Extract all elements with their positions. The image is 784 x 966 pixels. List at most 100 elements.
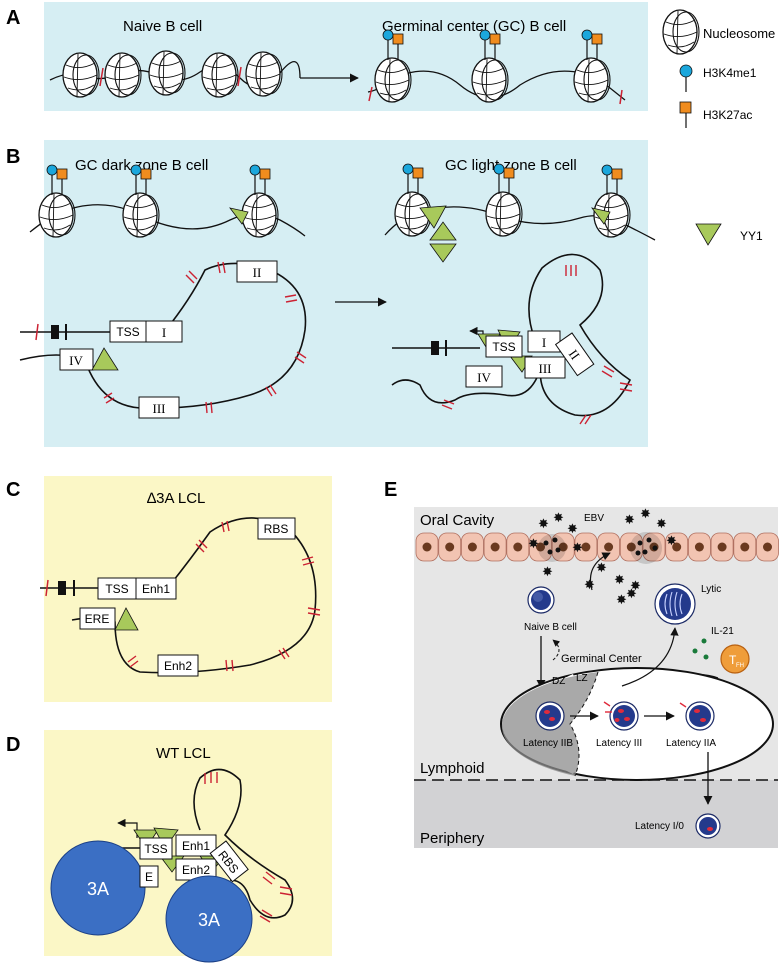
h3k27ac-icon [679, 101, 692, 114]
infected-epithelial-cells [538, 532, 662, 564]
yy1-icon [229, 207, 249, 225]
yy1-legend-icon [695, 223, 722, 246]
delta3a-rbs-label: RBS [264, 522, 289, 536]
dz-chromatin-loop [19, 262, 307, 410]
delta3a-ere-label: ERE [85, 612, 110, 626]
latency-iii-cell [603, 701, 639, 731]
ebna3a-protein-right [165, 875, 253, 963]
panel-a-letter: A [6, 7, 20, 29]
panel-b: B GC dark zone B cell GC light zone B ce… [6, 140, 656, 447]
panel-a: A Naive B cell Germinal center (GC) B ce… [6, 2, 648, 111]
latency-iia-cell [679, 701, 715, 731]
panel-e: E Oral Cavity ✸✸✸ ✸✸✸ ✸✸✸ ✸✸✸ ✸✸ ✸✸ EBV [384, 479, 779, 848]
yy1-icon [114, 607, 139, 631]
latency-i0-label: Latency I/0 [635, 821, 684, 832]
infection-arrow [589, 552, 611, 591]
svg-text:✸: ✸ [553, 510, 564, 525]
dz-tss-label: TSS [116, 325, 139, 339]
lz-region-i-label: I [542, 335, 546, 350]
cpg-marks [204, 772, 293, 923]
epithelial-nucleus [490, 542, 500, 552]
wt-tss-label: TSS [144, 842, 167, 856]
ebv-virion-icons: ✸✸✸ ✸✸✸ ✸✸✸ ✸✸✸ ✸✸ ✸✸ [528, 506, 677, 607]
delta3a-enh2-label: Enh2 [164, 659, 192, 673]
cpg-marks [127, 520, 321, 672]
yy1-icon [591, 207, 611, 225]
epithelial-nucleus [694, 542, 704, 552]
latency-iib-label: Latency IIB [523, 738, 573, 749]
panel-b-left-title: GC dark zone B cell [75, 157, 208, 174]
germinal-center-label: Germinal Center [561, 653, 642, 665]
tfh-label: T [729, 653, 737, 667]
svg-text:✸: ✸ [567, 521, 578, 536]
svg-text:✸: ✸ [584, 577, 595, 592]
cpg-marks [441, 265, 633, 425]
lytic-label: Lytic [701, 584, 721, 595]
naive-b-cell-icon [527, 586, 555, 614]
ebv-label: EBV [584, 513, 604, 524]
locus-marker-icon [58, 580, 75, 596]
svg-text:✸: ✸ [528, 536, 539, 551]
svg-text:✸: ✸ [640, 506, 651, 521]
tfh-label-sub: FH [736, 663, 744, 669]
panel-a-right-title: Germinal center (GC) B cell [382, 18, 566, 35]
epithelial-nucleus [763, 542, 772, 552]
wt-enh2-label: Enh2 [182, 863, 210, 877]
dz-lz-boundary [569, 671, 599, 777]
legend-yy1: YY1 [740, 229, 763, 243]
epithelial-nucleus [445, 542, 455, 552]
panel-c: C ∆3A LCL TSS Enh1 RBS ERE Enh2 [6, 476, 332, 702]
wt-enh1-label: Enh1 [182, 839, 210, 853]
yy1-icon [429, 221, 457, 241]
lytic-cell [654, 583, 696, 625]
ebna3a-left-label: 3A [87, 879, 109, 899]
lz-region-iv-label: IV [477, 370, 491, 385]
legend-h3k4me1: H3K4me1 [703, 66, 757, 80]
epithelial-nucleus [581, 542, 591, 552]
h3k4me1-icon [679, 64, 693, 78]
panel-d: D WT LCL 3A TSS Enh1 E Enh2 RBS 3A [6, 730, 332, 963]
legend-nucleosome: Nucleosome [703, 26, 775, 41]
panel-b-right-title: GC light zone B cell [445, 157, 577, 174]
delta3a-enh1-label: Enh1 [142, 582, 170, 596]
il21-label: IL-21 [711, 626, 734, 637]
wt-chromatin-loops [193, 768, 294, 919]
epithelial-nucleus [740, 542, 750, 552]
epithelial-nucleus [467, 542, 477, 552]
nucleosome-legend-icon [662, 9, 700, 55]
periphery-label: Periphery [420, 830, 485, 847]
epithelial-nucleus [422, 542, 432, 552]
epithelial-nucleus [717, 542, 727, 552]
svg-text:✸: ✸ [630, 578, 641, 593]
locus-marker-icon [431, 340, 447, 356]
svg-text:✸: ✸ [538, 516, 549, 531]
epithelial-nucleus [536, 542, 545, 552]
yy1-icon [429, 243, 457, 263]
svg-text:✸: ✸ [542, 564, 553, 579]
epithelial-nucleus [672, 542, 682, 552]
legend: Nucleosome H3K4me1 H3K27ac YY1 [662, 9, 775, 246]
panel-b-letter: B [6, 146, 20, 168]
panel-a-left-title: Naive B cell [123, 18, 202, 35]
tfh-cell-icon [720, 644, 750, 674]
svg-text:✸: ✸ [596, 560, 607, 575]
svg-text:✸: ✸ [624, 512, 635, 527]
dashed-return-arrow [552, 639, 561, 661]
dz-region-ii-label: II [253, 265, 262, 280]
dz-region-iii-label: III [153, 401, 166, 416]
svg-text:✸: ✸ [666, 533, 677, 548]
lz-region-iii-label: III [539, 361, 552, 376]
panel-c-title: ∆3A LCL [147, 490, 205, 507]
periphery-background [414, 780, 778, 848]
lytic-reentry-arrow [621, 627, 679, 687]
svg-text:✸: ✸ [656, 516, 667, 531]
latency-iia-label: Latency IIA [666, 738, 716, 749]
dz-region-iv-label: IV [69, 353, 83, 368]
latency-iii-label: Latency III [596, 738, 642, 749]
locus-marker-icon [51, 324, 67, 340]
cpg-marks [103, 261, 307, 414]
lz-label: LZ [576, 673, 588, 684]
epithelial-nucleus [513, 542, 523, 552]
wt-ere-label: E [145, 870, 153, 884]
ebna3a-protein-left [50, 840, 146, 936]
